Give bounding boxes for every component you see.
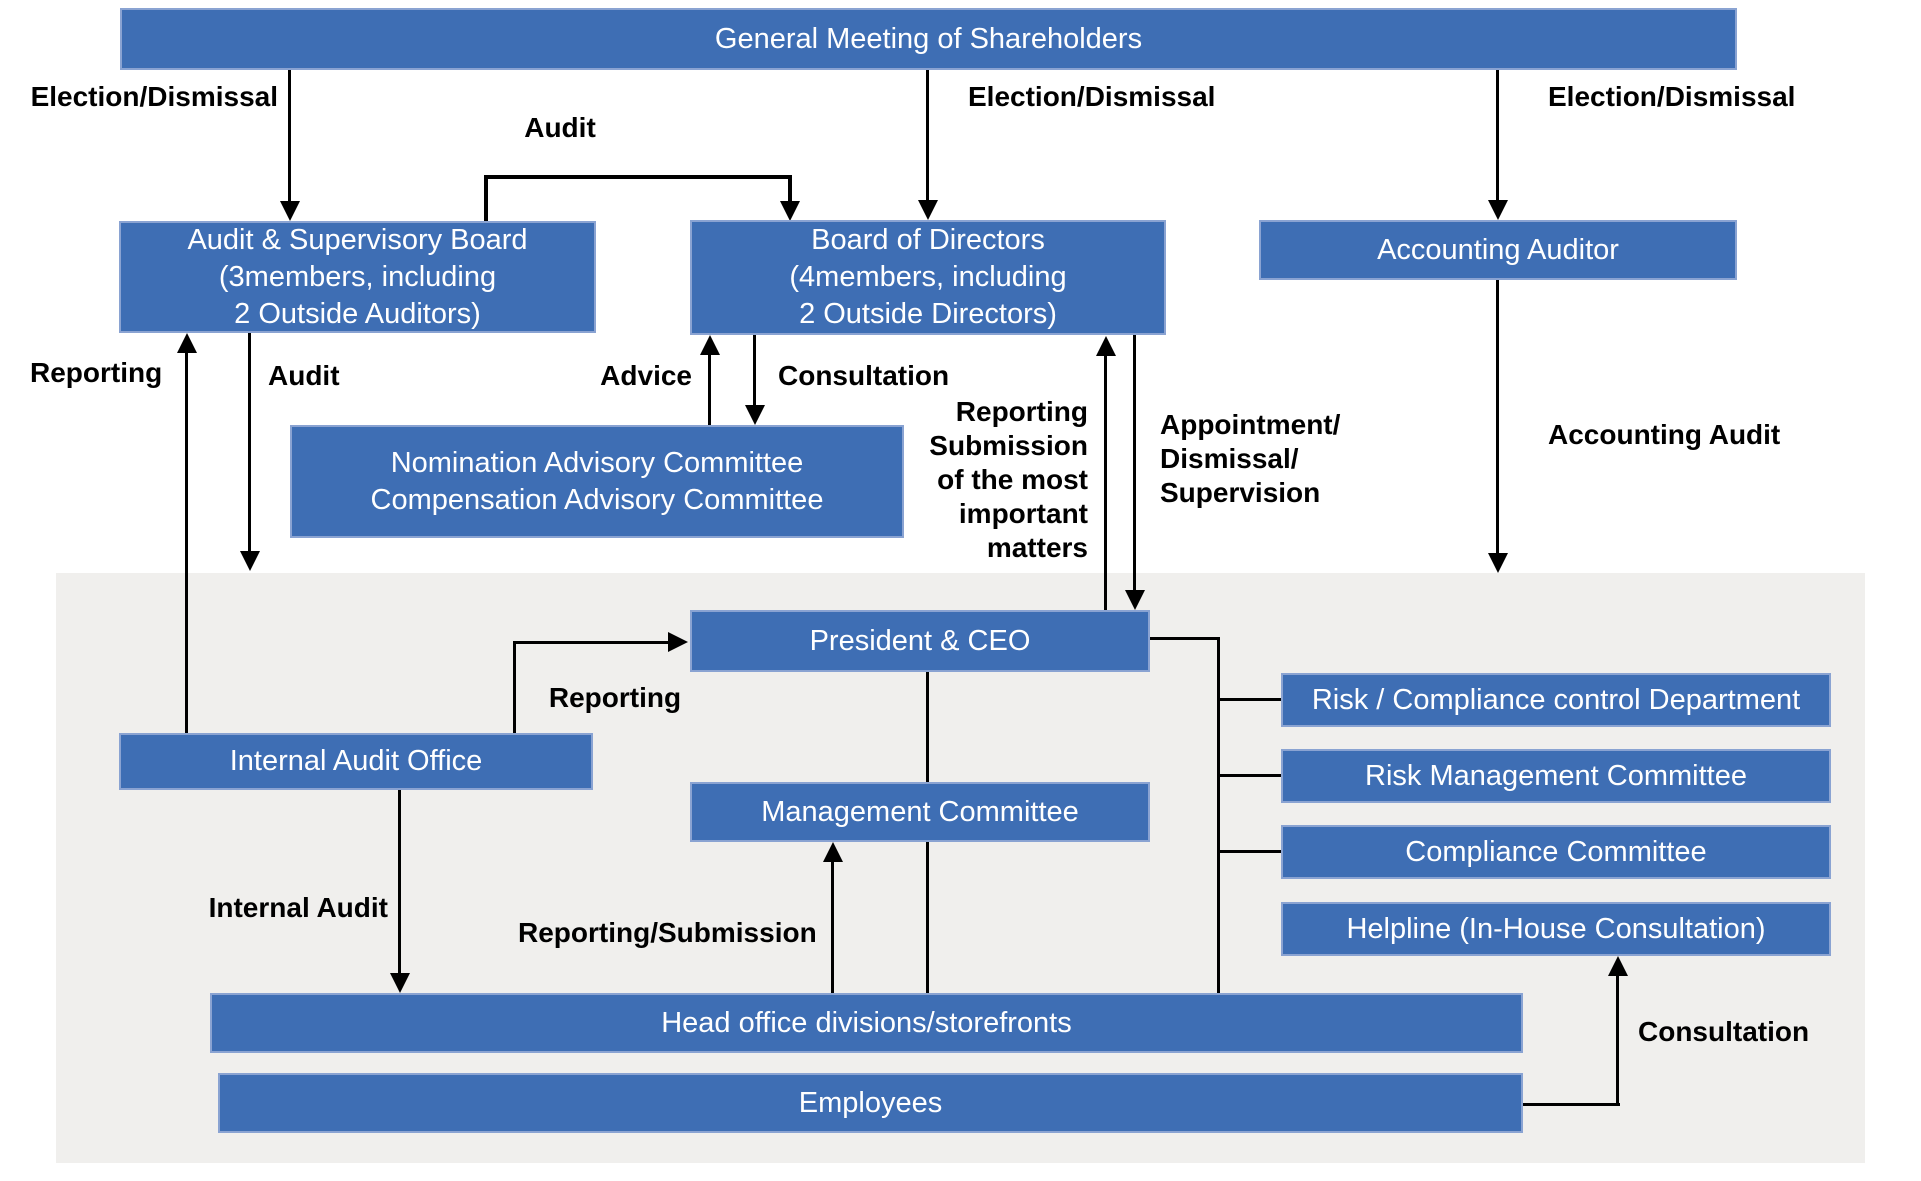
arrowhead-appointment <box>1125 590 1145 610</box>
arrowhead-accounting-audit <box>1488 553 1508 573</box>
arrowhead-reporting-submission <box>823 842 843 862</box>
arrowhead-consultation-bottom <box>1608 956 1628 976</box>
node-general-meeting: General Meeting of Shareholders <box>120 8 1737 70</box>
node-internal-audit-office: Internal Audit Office <box>119 733 593 790</box>
label-consultation-bottom: Consultation <box>1638 1016 1810 1047</box>
arrowhead-reporting-left <box>177 333 197 353</box>
arrow-line-internal-audit <box>398 790 401 973</box>
arrow-line-election-left <box>288 70 291 202</box>
node-accounting-auditor: Accounting Auditor <box>1259 220 1737 280</box>
label-audit-left: Audit <box>268 360 340 391</box>
node-risk-management-committee: Risk Management Committee <box>1281 749 1831 803</box>
label-internal-audit: Internal Audit <box>208 892 388 923</box>
arrow-line-audit-left <box>248 333 251 551</box>
stub-compliance-committee <box>1218 850 1281 853</box>
arrow-line-reporting-submission <box>831 862 834 993</box>
reporting-elbow-horizontal <box>513 641 670 644</box>
label-reporting-submission-matters: Reporting Submission of the most importa… <box>929 396 1088 563</box>
arrow-line-reporting-left <box>185 352 188 733</box>
arrowhead-audit-top <box>780 201 800 221</box>
label-audit-top: Audit <box>524 112 596 143</box>
consultation-elbow-horizontal <box>1523 1103 1620 1106</box>
consultation-elbow-vertical <box>1616 976 1619 1106</box>
label-accounting-audit: Accounting Audit <box>1548 419 1781 450</box>
node-advisory-committees: Nomination Advisory Committee Compensati… <box>290 425 904 538</box>
arrow-line-appointment <box>1133 335 1136 590</box>
stub-risk-compliance-dept <box>1218 698 1281 701</box>
arrowhead-consultation-top <box>745 405 765 425</box>
reporting-elbow-vertical <box>513 642 516 733</box>
arrow-line-reporting-matters <box>1104 356 1107 610</box>
node-risk-compliance-dept: Risk / Compliance control Department <box>1281 673 1831 727</box>
label-consultation-top: Consultation <box>778 360 950 391</box>
arrow-line-consultation-top <box>753 335 756 405</box>
arrow-line-advice <box>708 355 711 425</box>
arrowhead-internal-audit <box>390 973 410 993</box>
label-advice: Advice <box>600 360 692 391</box>
label-election-dismissal-left: Election/Dismissal <box>30 81 278 112</box>
audit-elbow-horizontal <box>484 175 792 179</box>
arrowhead-advice <box>700 335 720 355</box>
node-compliance-committee: Compliance Committee <box>1281 825 1831 879</box>
label-election-dismissal-middle: Election/Dismissal <box>968 81 1216 112</box>
right-trunk-vertical <box>1217 637 1220 993</box>
node-audit-supervisory-board: Audit & Supervisory Board (3members, inc… <box>119 221 596 333</box>
node-head-office: Head office divisions/storefronts <box>210 993 1523 1053</box>
node-president-ceo: President & CEO <box>690 610 1150 672</box>
arrow-line-accounting-audit <box>1496 280 1499 553</box>
arrow-line-election-right <box>1496 70 1499 200</box>
label-election-dismissal-right: Election/Dismissal <box>1548 81 1796 112</box>
node-board-of-directors: Board of Directors (4members, including … <box>690 220 1166 335</box>
stub-risk-management-committee <box>1218 774 1281 777</box>
arrow-line-election-middle <box>926 70 929 200</box>
right-trunk-horizontal <box>1150 637 1220 640</box>
node-helpline: Helpline (In-House Consultation) <box>1281 902 1831 956</box>
label-appointment-dismissal-supervision: Appointment/ Dismissal/ Supervision <box>1160 409 1341 508</box>
arrowhead-election-left <box>280 201 300 221</box>
arrowhead-reporting-matters <box>1096 336 1116 356</box>
label-reporting-to-ceo: Reporting <box>548 682 682 713</box>
arrowhead-reporting-ceo <box>668 632 688 652</box>
node-management-committee: Management Committee <box>690 782 1150 842</box>
audit-elbow-vertical-right <box>788 175 792 202</box>
arrowhead-election-right <box>1488 200 1508 220</box>
label-reporting-submission: Reporting/Submission <box>518 917 817 948</box>
label-reporting-left: Reporting <box>30 357 163 388</box>
arrowhead-audit-left <box>240 551 260 571</box>
arrowhead-election-middle <box>918 200 938 220</box>
node-employees: Employees <box>218 1073 1523 1133</box>
audit-elbow-vertical-left <box>484 175 488 221</box>
